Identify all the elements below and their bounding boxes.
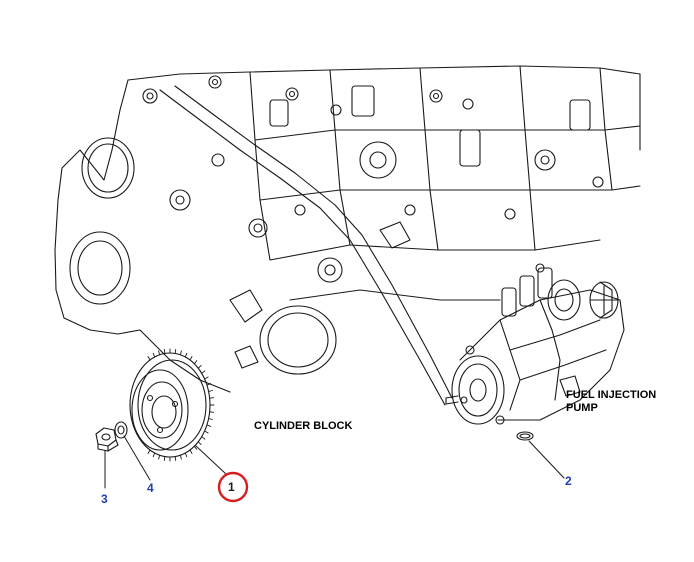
nut-part-3 [95, 427, 119, 452]
leader-lines [104, 435, 565, 489]
cylinder-block [54, 65, 641, 406]
cylinder-block-label: CYLINDER BLOCK [254, 420, 353, 432]
drive-gear [129, 348, 215, 462]
o-ring-part-2 [516, 431, 534, 441]
fuel-injection-pump [445, 263, 625, 425]
callout-3[interactable]: 3 [101, 492, 108, 506]
highlight-circle [217, 471, 249, 503]
callout-1[interactable]: 1 [228, 480, 235, 494]
fuel-pump-label-line1: FUEL INJECTION [566, 389, 657, 401]
callout-4[interactable]: 4 [147, 481, 154, 495]
washer-part-4 [114, 421, 128, 439]
callout-2[interactable]: 2 [565, 474, 572, 488]
fuel-pump-label-line2: PUMP [566, 402, 598, 414]
